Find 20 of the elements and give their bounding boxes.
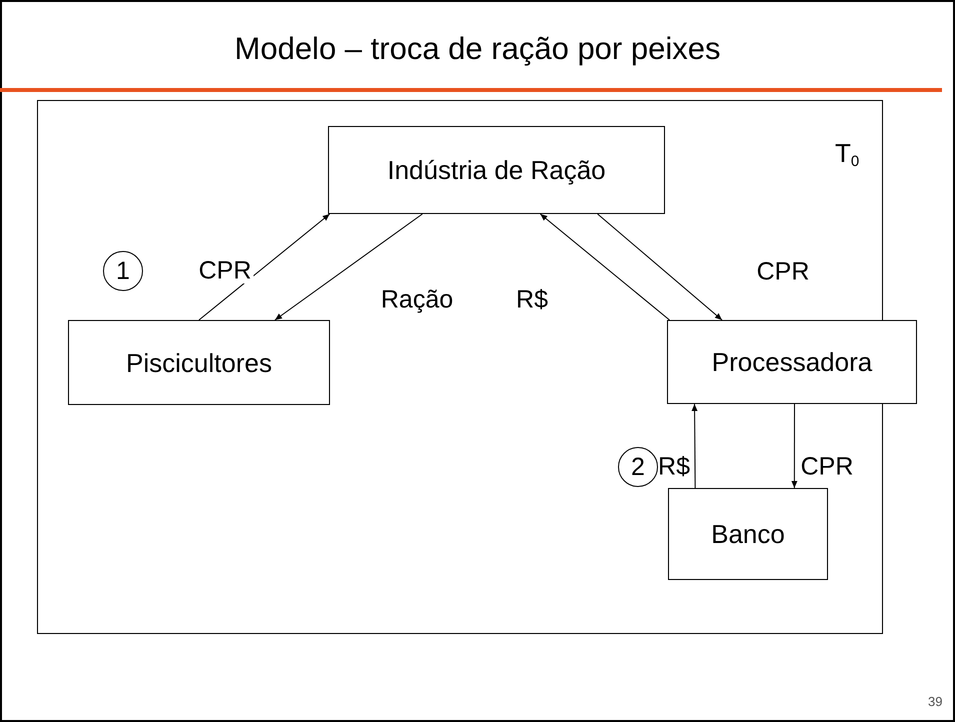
step-number: 2 xyxy=(631,454,645,480)
page-number: 39 xyxy=(928,693,942,711)
arrow xyxy=(692,404,698,488)
arrow xyxy=(274,214,423,320)
box-label: Banco xyxy=(711,521,785,547)
entity-box xyxy=(667,320,917,404)
box-label: Piscicultores xyxy=(126,350,272,376)
arrow xyxy=(198,214,330,320)
arrow xyxy=(540,214,670,320)
arrow xyxy=(597,214,722,320)
box-label: Processadora xyxy=(712,349,872,375)
edge-label: CPR xyxy=(196,258,254,284)
entity-box xyxy=(668,488,828,580)
entity-box xyxy=(68,320,330,405)
entity-box xyxy=(328,126,665,214)
time-label: T$_{0}$ xyxy=(835,140,860,166)
arrow xyxy=(791,404,798,488)
slide-title: Modelo – troca de ração por peixes xyxy=(234,30,722,68)
step-number: 1 xyxy=(116,258,130,284)
box-label: Indústria de Ração xyxy=(387,157,606,183)
